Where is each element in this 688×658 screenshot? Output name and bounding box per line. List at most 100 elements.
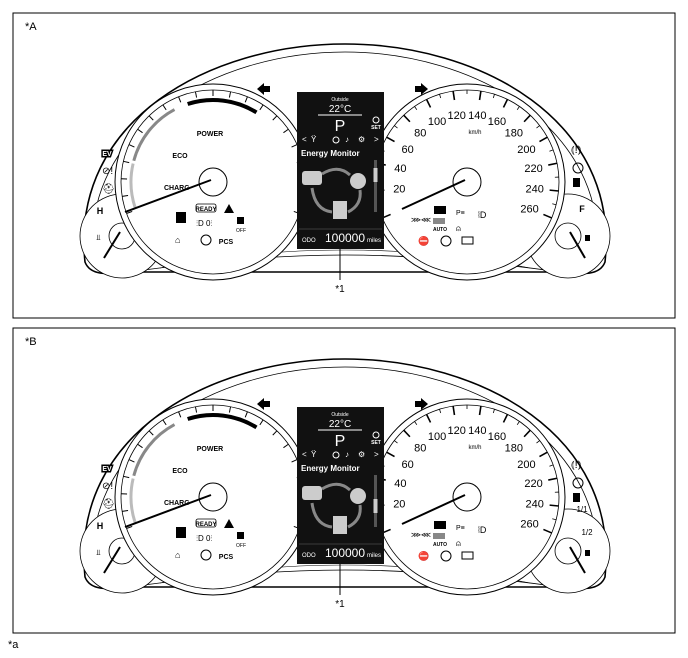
high-beam-icon (434, 206, 446, 214)
ev-mode-icon: EV (102, 466, 112, 473)
hybrid-dial-tick (148, 115, 154, 121)
vsc-off-icon (237, 217, 244, 224)
battery-graphic (333, 516, 347, 534)
hybrid-dial-tick (122, 509, 129, 512)
hybrid-dial-tick (178, 96, 182, 103)
speedometer-tick (439, 409, 442, 414)
speed-label-20: 20 (393, 499, 405, 511)
display-scroll-thumb (373, 499, 378, 513)
drive-info-icon: Ÿ (311, 450, 317, 459)
timer-icon (372, 116, 380, 124)
speedometer-tick (492, 94, 495, 99)
wheel-graphic (350, 173, 366, 189)
speedometer-tick (552, 518, 557, 521)
hybrid-dial-tick (272, 115, 278, 121)
hybrid-dial-tick (259, 419, 264, 426)
speed-label-240: 240 (525, 184, 543, 196)
battery-icon (461, 551, 474, 560)
speed-label-120: 120 (448, 425, 466, 437)
speedometer-tick (536, 440, 540, 444)
hybrid-dial-tick (283, 128, 289, 134)
ready-indicator (195, 203, 217, 213)
hybrid-dial-tick (244, 96, 248, 103)
vsc-icon (176, 212, 186, 223)
speed-label-140: 140 (468, 110, 486, 122)
speed-label-140: 140 (468, 425, 486, 437)
odo-label: ODO (302, 238, 316, 244)
pcs-indicator: PCS (219, 554, 234, 561)
speed-label-260: 260 (520, 204, 538, 216)
vsc-off-label: OFF (236, 543, 246, 549)
parking-light-icon: P≡ (456, 210, 465, 217)
coolant-temp-icon: ⫫ (95, 233, 101, 242)
fuel-gauge-hub (554, 222, 582, 250)
speedometer-hub (452, 482, 482, 512)
speedometer-needle (401, 494, 466, 525)
engine-graphic (302, 486, 322, 500)
fuel-icon (573, 178, 580, 187)
speedometer-tick (523, 429, 531, 438)
speed-label-100: 100 (428, 431, 446, 443)
odo-unit: miles (367, 553, 381, 559)
charge-label: CHARG (164, 185, 190, 192)
speed-label-200: 200 (517, 459, 535, 471)
energy-flow-arrow (347, 504, 362, 529)
speed-label-60: 60 (401, 144, 413, 156)
high-beam-icon (434, 521, 446, 529)
eco-zone-arc (132, 423, 176, 477)
figure-label: *a (8, 639, 19, 651)
vsc-off-icon (237, 532, 244, 539)
energy-flow-arrow (321, 482, 352, 492)
auto-label: AUTO (433, 542, 447, 548)
odo-label: ODO (302, 553, 316, 559)
vsc-icon (176, 527, 186, 538)
vehicle-info-icon: ⚙ (358, 135, 365, 144)
hybrid-dial-tick (128, 144, 135, 148)
parking-light-icon: P≡ (456, 525, 465, 532)
hybrid-dial-tick (194, 406, 198, 413)
speed-label-160: 160 (488, 431, 506, 443)
speedometer-tick (548, 162, 558, 166)
fuel-icon (573, 493, 580, 502)
airbag-icon: ⛑ (102, 183, 115, 195)
menu-left-arrow-icon: < (302, 135, 307, 144)
energy-flow-arrow (310, 502, 333, 529)
fuel-gauge-hub (554, 537, 582, 565)
speed-label-40: 40 (394, 478, 406, 490)
panel-frame (12, 327, 676, 634)
hybrid-dial-tick (259, 104, 264, 111)
speedometer-tick (492, 409, 495, 414)
ev-mode-icon: EV (102, 151, 112, 158)
brake-icon (200, 234, 212, 246)
hybrid-dial-tick (244, 411, 248, 418)
temp-gauge-high-label: H (97, 206, 104, 216)
brake-icon (200, 549, 212, 561)
eco-label: ECO (172, 468, 188, 475)
speedometer-hub (452, 167, 482, 197)
hybrid-dial-tick (194, 91, 198, 98)
speedometer-tick (502, 414, 509, 423)
speedometer-tick (452, 405, 456, 416)
turn-left-arrow-icon (257, 398, 270, 410)
panel-label: *B (25, 336, 37, 348)
display-scroll-thumb (373, 168, 378, 182)
fuel-gauge-full-label: F (579, 204, 585, 214)
speed-label-220: 220 (524, 163, 542, 175)
eco-zone-arc (132, 108, 176, 162)
speed-label-20: 20 (393, 184, 405, 196)
callout-label: *1 (335, 284, 345, 295)
power-steering-icon: ⊘! (102, 481, 113, 492)
auto-high-beam-icon (433, 218, 445, 224)
callout-label: *1 (335, 599, 345, 610)
shift-position: P (335, 433, 346, 450)
check-engine-icon: ⌂ (175, 550, 180, 560)
speed-label-100: 100 (428, 116, 446, 128)
fuel-gauge-needle (569, 546, 586, 574)
speed-unit-label: km/h (468, 445, 481, 451)
audio-icon: ♪ (345, 450, 349, 459)
speed-label-220: 220 (524, 478, 542, 490)
tpms-icon: ⦅!⦆ (571, 459, 582, 471)
energy-flow-arrow (310, 187, 333, 214)
speedometer-tick (552, 203, 557, 206)
